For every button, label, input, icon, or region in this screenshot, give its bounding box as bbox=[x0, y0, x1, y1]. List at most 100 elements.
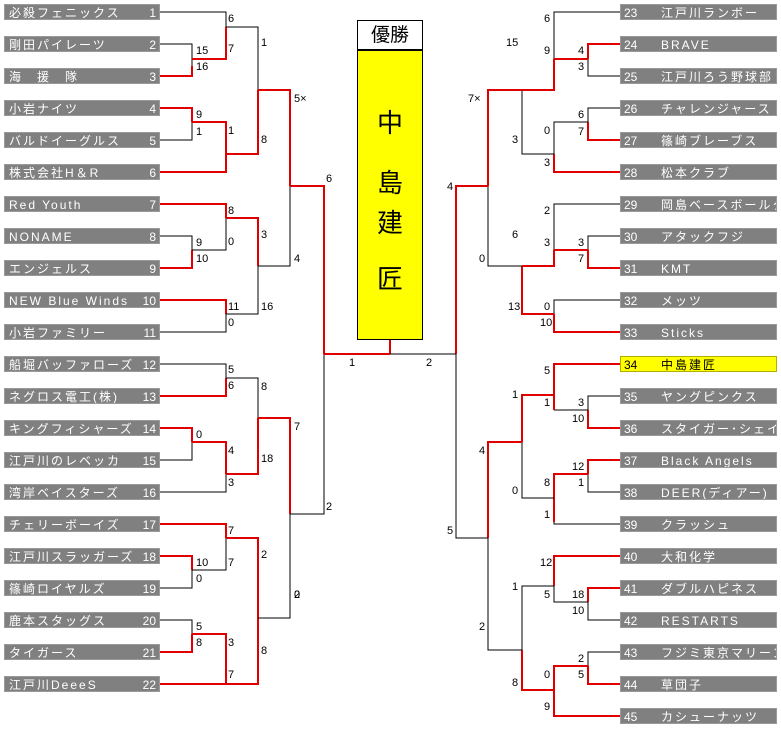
bracket-line bbox=[455, 185, 488, 354]
bracket-line bbox=[553, 203, 620, 250]
score-r7: 6 bbox=[578, 109, 585, 121]
bracket-line bbox=[290, 354, 325, 515]
score-r29: 8 bbox=[544, 477, 551, 489]
team-seed: 18 bbox=[142, 550, 156, 564]
team-seed: 43 bbox=[624, 646, 638, 660]
team-name: 江戸川のレベッカ bbox=[9, 454, 122, 468]
score-r21: 10 bbox=[540, 317, 553, 329]
score-m17: 11 bbox=[228, 301, 240, 313]
team-name: 大和化学 bbox=[661, 550, 718, 564]
bracket-line bbox=[160, 619, 193, 634]
team-seed: 3 bbox=[149, 70, 156, 84]
score-r26: 10 bbox=[572, 413, 585, 425]
team-name: ネグロス電工(株) bbox=[9, 390, 119, 404]
bracket-line bbox=[522, 59, 555, 91]
team-seed: 23 bbox=[624, 6, 638, 20]
team-seed: 34 bbox=[624, 358, 638, 372]
score-m6: 9 bbox=[196, 109, 203, 121]
score-r17: 7 bbox=[578, 253, 585, 265]
bracket-line bbox=[160, 299, 227, 314]
bracket-line bbox=[587, 602, 620, 621]
team-seed: 17 bbox=[142, 518, 156, 532]
bracket-line bbox=[160, 378, 227, 397]
left-team-9: エンジェルス 9 bbox=[4, 260, 160, 276]
bracket-line bbox=[587, 651, 620, 666]
bracket-line bbox=[258, 514, 291, 619]
score-m14: 9 bbox=[196, 237, 203, 249]
team-name: チャレンジャース bbox=[661, 102, 772, 116]
bracket-line bbox=[587, 250, 620, 269]
team-seed: 29 bbox=[624, 198, 638, 212]
score-m38: 3 bbox=[228, 637, 235, 649]
team-name: フジミ東京マリーンズ bbox=[661, 646, 776, 660]
score-m16: 3 bbox=[261, 229, 268, 241]
team-name: 必殺フェニックス bbox=[9, 6, 121, 20]
team-seed: 9 bbox=[149, 262, 156, 276]
bracket-line bbox=[553, 363, 620, 410]
score-m15: 10 bbox=[196, 253, 209, 265]
score-m4: 16 bbox=[196, 61, 209, 73]
team-name: カシューナッツ bbox=[661, 710, 760, 724]
team-name: 篠崎ロイヤルズ bbox=[9, 582, 107, 596]
left-team-17: チェリーボーイズ 17 bbox=[4, 516, 160, 532]
champion-header: 優勝 bbox=[357, 20, 423, 50]
score-r12: 4 bbox=[447, 181, 454, 193]
team-seed: 37 bbox=[624, 454, 638, 468]
bracket-line bbox=[553, 11, 620, 59]
bracket-line bbox=[587, 395, 620, 410]
score-m21: 5 bbox=[228, 364, 235, 376]
bracket-line bbox=[160, 154, 227, 173]
bracket-line bbox=[226, 537, 259, 618]
bracket-line bbox=[160, 122, 193, 141]
team-seed: 30 bbox=[624, 230, 638, 244]
team-seed: 19 bbox=[142, 582, 156, 596]
bracket-line bbox=[226, 26, 259, 90]
team-name: 海 援 隊 bbox=[9, 70, 80, 84]
team-seed: 35 bbox=[624, 390, 638, 404]
bracket-line bbox=[160, 474, 227, 493]
score-m36: 2 bbox=[294, 589, 301, 601]
score-f1: 1 bbox=[349, 357, 356, 369]
team-name: チェリーボーイズ bbox=[9, 518, 121, 532]
score-m33: 10 bbox=[196, 557, 209, 569]
score-r35: 1 bbox=[512, 581, 519, 593]
team-seed: 6 bbox=[149, 166, 156, 180]
score-m30: 2 bbox=[326, 501, 333, 513]
score-m27: 18 bbox=[261, 453, 274, 465]
left-team-3: 海 援 隊 3 bbox=[4, 68, 160, 84]
right-team-11: 33 Sticks bbox=[620, 324, 777, 340]
team-name: 船堀バッファローズ bbox=[9, 358, 135, 372]
team-seed: 1 bbox=[149, 6, 156, 20]
score-r15: 3 bbox=[544, 237, 551, 249]
team-seed: 33 bbox=[624, 326, 638, 340]
team-seed: 24 bbox=[624, 38, 638, 52]
team-seed: 39 bbox=[624, 518, 638, 532]
bracket-line bbox=[160, 634, 193, 653]
bracket-line bbox=[192, 27, 227, 60]
bracket-line bbox=[553, 586, 588, 603]
team-name: エンジェルス bbox=[9, 262, 94, 276]
bracket-line bbox=[160, 43, 193, 76]
team-name: 松本クラブ bbox=[661, 166, 732, 180]
bracket-line bbox=[553, 314, 620, 333]
team-name: Sticks bbox=[661, 326, 706, 340]
team-name: キングフィシャーズ bbox=[9, 422, 134, 436]
left-team-19: 篠崎ロイヤルズ 19 bbox=[4, 580, 160, 596]
score-r9: 0 bbox=[544, 125, 551, 137]
score-m26: 4 bbox=[228, 445, 235, 457]
score-r19: 13 bbox=[508, 301, 521, 313]
score-r1: 6 bbox=[544, 13, 551, 25]
team-name: 草団子 bbox=[661, 678, 704, 692]
team-name: 小岩ファミリー bbox=[9, 326, 108, 340]
